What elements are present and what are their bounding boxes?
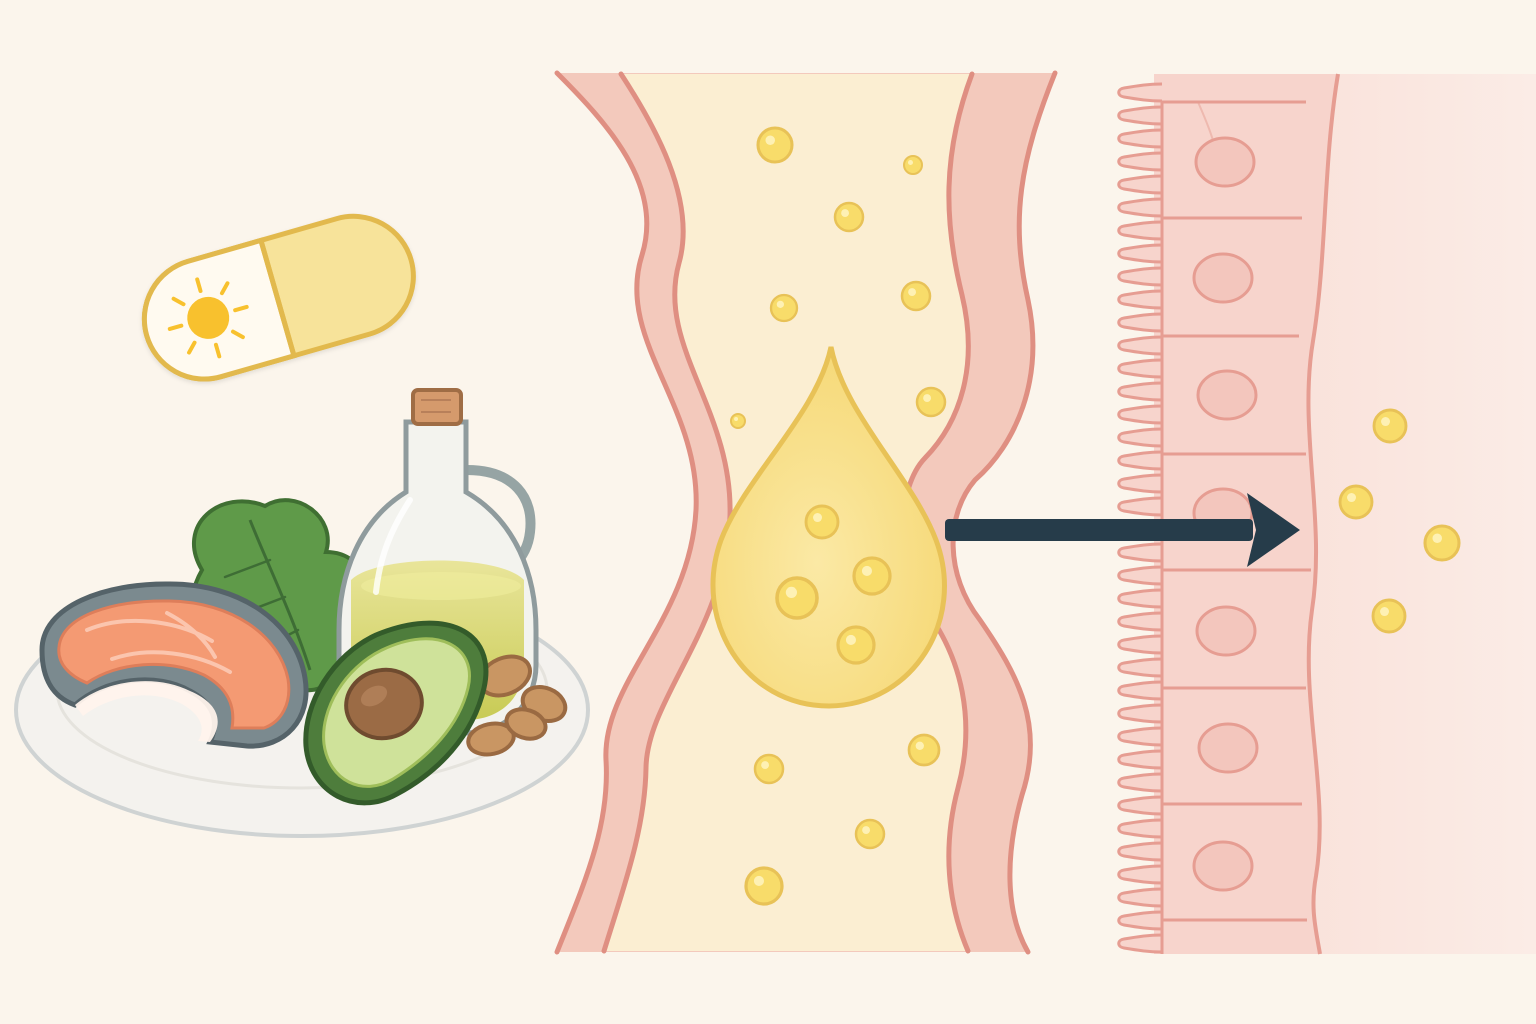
microvillus	[1117, 910, 1163, 931]
absorbed-micelle-3-highlight	[1432, 533, 1442, 543]
lumen-micelle-11-highlight	[753, 875, 765, 887]
lumen-micelle-4-highlight	[776, 300, 784, 308]
droplet-micelle-1-highlight	[813, 513, 823, 523]
absorbed-micelle-2-highlight	[1347, 493, 1356, 502]
lumen-micelle-6	[915, 386, 947, 418]
microvillus	[1117, 657, 1163, 678]
lumen-micelle-7	[730, 413, 746, 429]
absorbed-micelle-4	[1371, 598, 1407, 634]
droplet-micelle-2-highlight	[861, 565, 873, 577]
microvillus	[1117, 82, 1163, 103]
lumen-micelle-2-highlight	[907, 159, 913, 165]
absorption-arrow-icon	[945, 493, 1300, 567]
droplet-micelle-4	[836, 625, 876, 665]
microvillus	[1117, 933, 1163, 954]
microvillus	[1117, 588, 1163, 609]
microvillus	[1117, 105, 1163, 126]
healthy-fats-plate-icon	[14, 388, 590, 838]
absorbed-micelles	[1338, 408, 1461, 634]
droplet-micelle-2	[852, 556, 892, 596]
microvillus	[1117, 496, 1163, 517]
lumen-micelle-3	[833, 201, 865, 233]
lumen-micelle-10	[854, 818, 886, 850]
microvillus	[1117, 864, 1163, 885]
lumen-micelle-11	[744, 866, 784, 906]
microvillus	[1117, 565, 1163, 586]
lumen-micelle-9	[907, 733, 941, 767]
lumen-micelle-8	[753, 753, 785, 785]
microvillus	[1117, 795, 1163, 816]
lumen-micelle-9-highlight	[915, 741, 924, 750]
microvillus	[1117, 772, 1163, 793]
microvillus	[1117, 726, 1163, 747]
absorbed-micelle-1-highlight	[1381, 417, 1390, 426]
microvillus	[1117, 128, 1163, 149]
lumen-micelle-2	[903, 155, 923, 175]
salmon-icon	[39, 581, 309, 749]
absorbed-micelle-2	[1338, 484, 1374, 520]
microvillus	[1117, 358, 1163, 379]
lumen-micelle-6-highlight	[923, 394, 932, 402]
absorbed-micelle-1	[1372, 408, 1408, 444]
microvillus	[1117, 634, 1163, 655]
microvillus	[1117, 703, 1163, 724]
microvillus	[1117, 266, 1163, 287]
almonds-icon	[466, 654, 568, 757]
droplet-micelles	[775, 504, 892, 665]
lumen-micelle-4	[769, 293, 799, 323]
microvillus	[1117, 151, 1163, 172]
microvillus	[1117, 818, 1163, 839]
droplet-micelle-3	[775, 576, 819, 620]
droplet-micelle-3-highlight	[785, 586, 798, 599]
lumen-micelle-3-highlight	[841, 209, 850, 217]
lumen-micelles	[730, 126, 947, 906]
lumen-micelle-8-highlight	[761, 761, 770, 770]
microvillus	[1117, 749, 1163, 770]
lumen-micelle-1	[756, 126, 794, 164]
microvillus	[1117, 611, 1163, 632]
microvillus	[1117, 312, 1163, 333]
microvillus	[1117, 335, 1163, 356]
droplet-micelle-4-highlight	[845, 634, 857, 646]
absorbed-micelle-4-highlight	[1380, 607, 1389, 617]
microvillus	[1117, 174, 1163, 195]
microvillus	[1117, 542, 1163, 563]
microvillus	[1117, 243, 1163, 264]
lumen-micelle-5	[900, 280, 932, 312]
lumen-micelle-10-highlight	[862, 826, 871, 835]
microvillus	[1117, 841, 1163, 862]
lumen-micelle-1-highlight	[765, 135, 775, 146]
microvillus	[1117, 450, 1163, 471]
microvillus	[1117, 381, 1163, 402]
microvillus	[1117, 427, 1163, 448]
absorbed-micelle-3	[1423, 524, 1461, 562]
microvilli	[1117, 82, 1163, 954]
microvillus	[1117, 680, 1163, 701]
sun-icon	[167, 277, 249, 359]
microvillus	[1117, 197, 1163, 218]
lumen-micelle-5-highlight	[908, 288, 917, 296]
lumen-micelle-7-highlight	[734, 417, 739, 422]
microvillus	[1117, 289, 1163, 310]
vitamin-d-capsule-icon	[141, 213, 416, 382]
microvillus	[1117, 404, 1163, 425]
droplet-micelle-1	[804, 504, 840, 540]
microvillus	[1117, 887, 1163, 908]
microvillus	[1117, 473, 1163, 494]
microvillus	[1117, 220, 1163, 241]
avocado-icon	[303, 620, 489, 806]
intestinal-epithelium	[1117, 73, 1536, 955]
